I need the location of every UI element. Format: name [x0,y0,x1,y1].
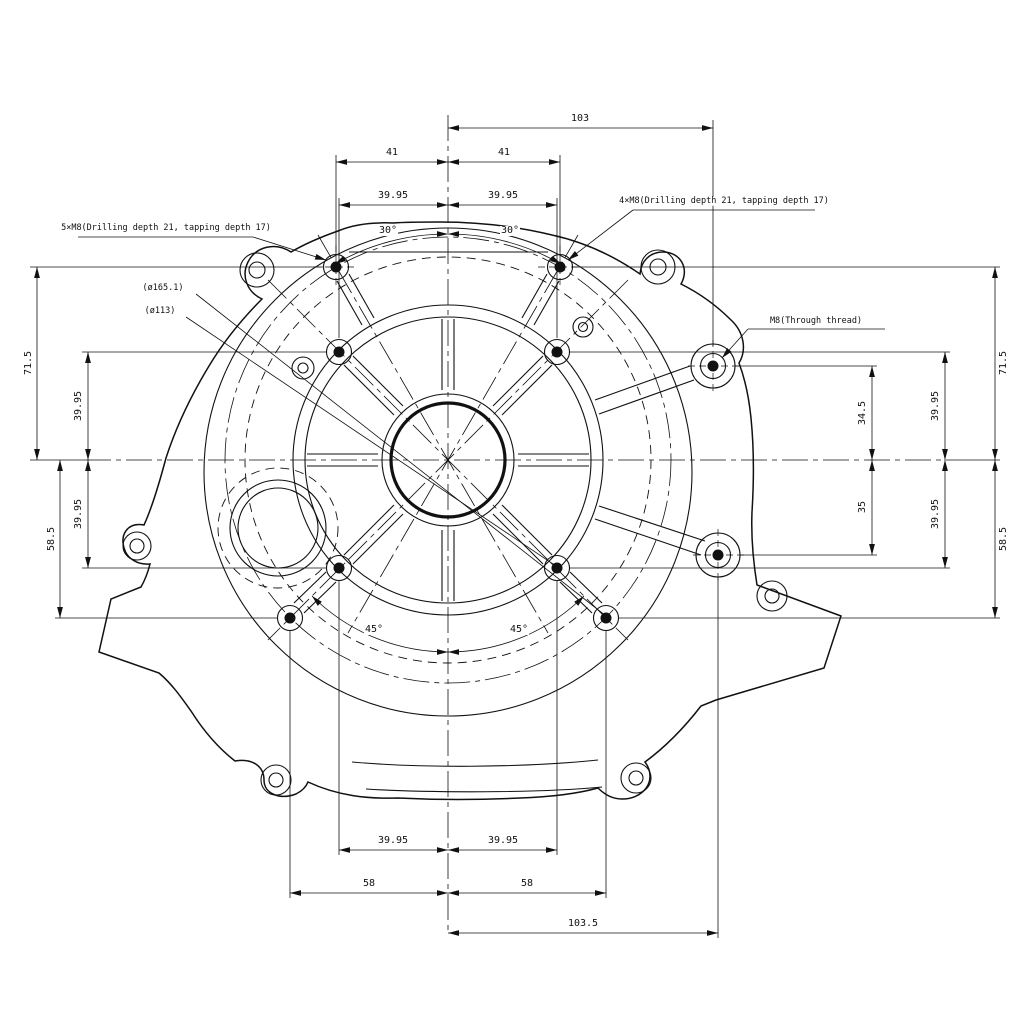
dimension-lines [34,125,998,936]
dim-41-right: 41 [496,147,512,158]
dim-3995-top-left: 39.95 [376,190,410,201]
dim-3995-bottom-left: 39.95 [376,835,410,846]
dia-165-label: (ø165.1) [141,282,185,293]
leader-lines [78,209,885,617]
note-m8-through: M8(Through thread) [768,315,864,326]
note-4xm8: 4×M8(Drilling depth 21, tapping depth 17… [618,195,830,206]
angle-45-right: 45° [508,624,530,635]
dim-1035: 103.5 [566,918,600,929]
dim-3995-right-up: 39.95 [930,389,941,423]
dim-715-left: 71.5 [23,349,34,377]
dim-3995-left-down: 39.95 [73,497,84,531]
dim-41-left: 41 [384,147,400,158]
dim-585-right: 58.5 [998,525,1009,553]
threaded-bosses [690,343,741,578]
dim-3995-bottom-right: 39.95 [486,835,520,846]
dim-3995-top-right: 39.95 [486,190,520,201]
note-5xm8: 5×M8(Drilling depth 21, tapping depth 17… [60,222,272,233]
dim-103: 103 [569,113,591,124]
dim-715-right: 71.5 [998,349,1009,377]
dim-3995-right-down: 39.95 [930,497,941,531]
angle-45-left: 45° [363,624,385,635]
hub-ribs [307,319,589,601]
dim-58-left: 58 [361,878,377,889]
bolt-holes [276,253,732,632]
dim-585-left: 58.5 [46,525,57,553]
part-geometry [98,221,842,801]
angle-30-left: 30° [377,225,399,236]
extension-lines [30,120,1000,938]
mounting-ears [122,249,788,796]
dim-35: 35 [857,499,868,515]
dim-58-right: 58 [519,878,535,889]
dim-345: 34.5 [857,399,868,427]
dia-113-label: (ø113) [143,305,177,316]
angle-30-right: 30° [499,225,521,236]
dim-3995-left-up: 39.95 [73,389,84,423]
